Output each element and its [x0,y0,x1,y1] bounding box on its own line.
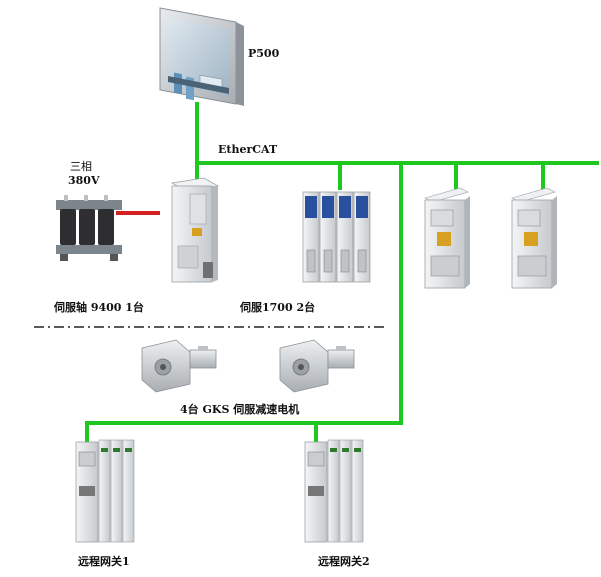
gear-motor-2 [279,339,355,393]
ethercat-label: EtherCAT [218,143,278,156]
servo-9400-drive [170,177,220,283]
gear-motor-1 [141,339,217,393]
servo-1700-label: 伺服1700 2台 [240,301,316,314]
servo-1700-drives [302,191,371,283]
hmi-panel-p500 [159,7,244,106]
inverter-drive-2 [511,187,557,289]
remote-gateway-2 [304,439,364,543]
power-voltage-label: 380V [68,174,100,187]
inverter-drive-1 [424,187,470,289]
gear-motors-label: 4台 GKS 伺服减速电机 [180,403,300,416]
servo-9400-label: 伺服轴 9400 1台 [54,301,144,314]
gateway-2-label: 远程网关2 [318,555,370,568]
ethercat-bus [85,102,599,452]
remote-gateway-1 [75,439,135,543]
hmi-label: P500 [248,47,280,60]
power-phase-label: 三相 [70,160,92,173]
gateway-1-label: 远程网关1 [78,555,130,568]
transformer-icon [56,195,122,261]
